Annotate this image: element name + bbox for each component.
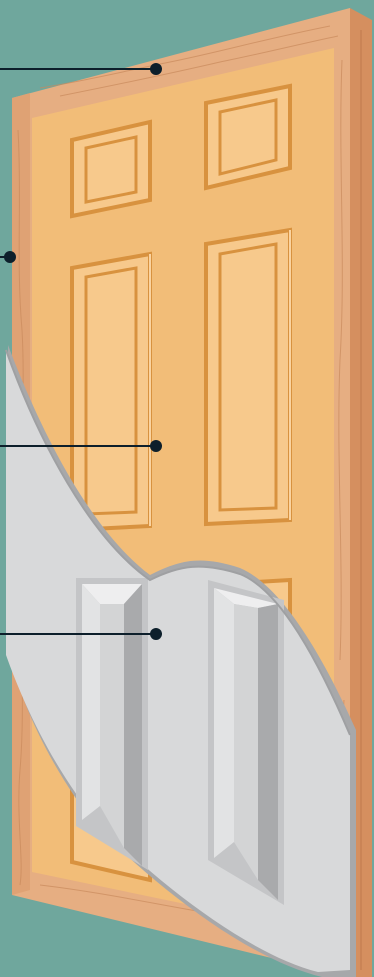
panel-mid-left <box>72 254 150 530</box>
callout-frame-dot <box>150 63 162 75</box>
panel-top-left <box>72 122 150 216</box>
core-panel-left <box>76 578 148 870</box>
callout-veneer-dot <box>150 440 162 452</box>
panel-mid-right <box>206 230 290 524</box>
callout-edge <box>0 251 16 263</box>
callout-edge-dot <box>4 251 16 263</box>
core-panel-right <box>208 580 284 905</box>
callout-core-dot <box>150 628 162 640</box>
panel-top-right <box>206 86 290 188</box>
